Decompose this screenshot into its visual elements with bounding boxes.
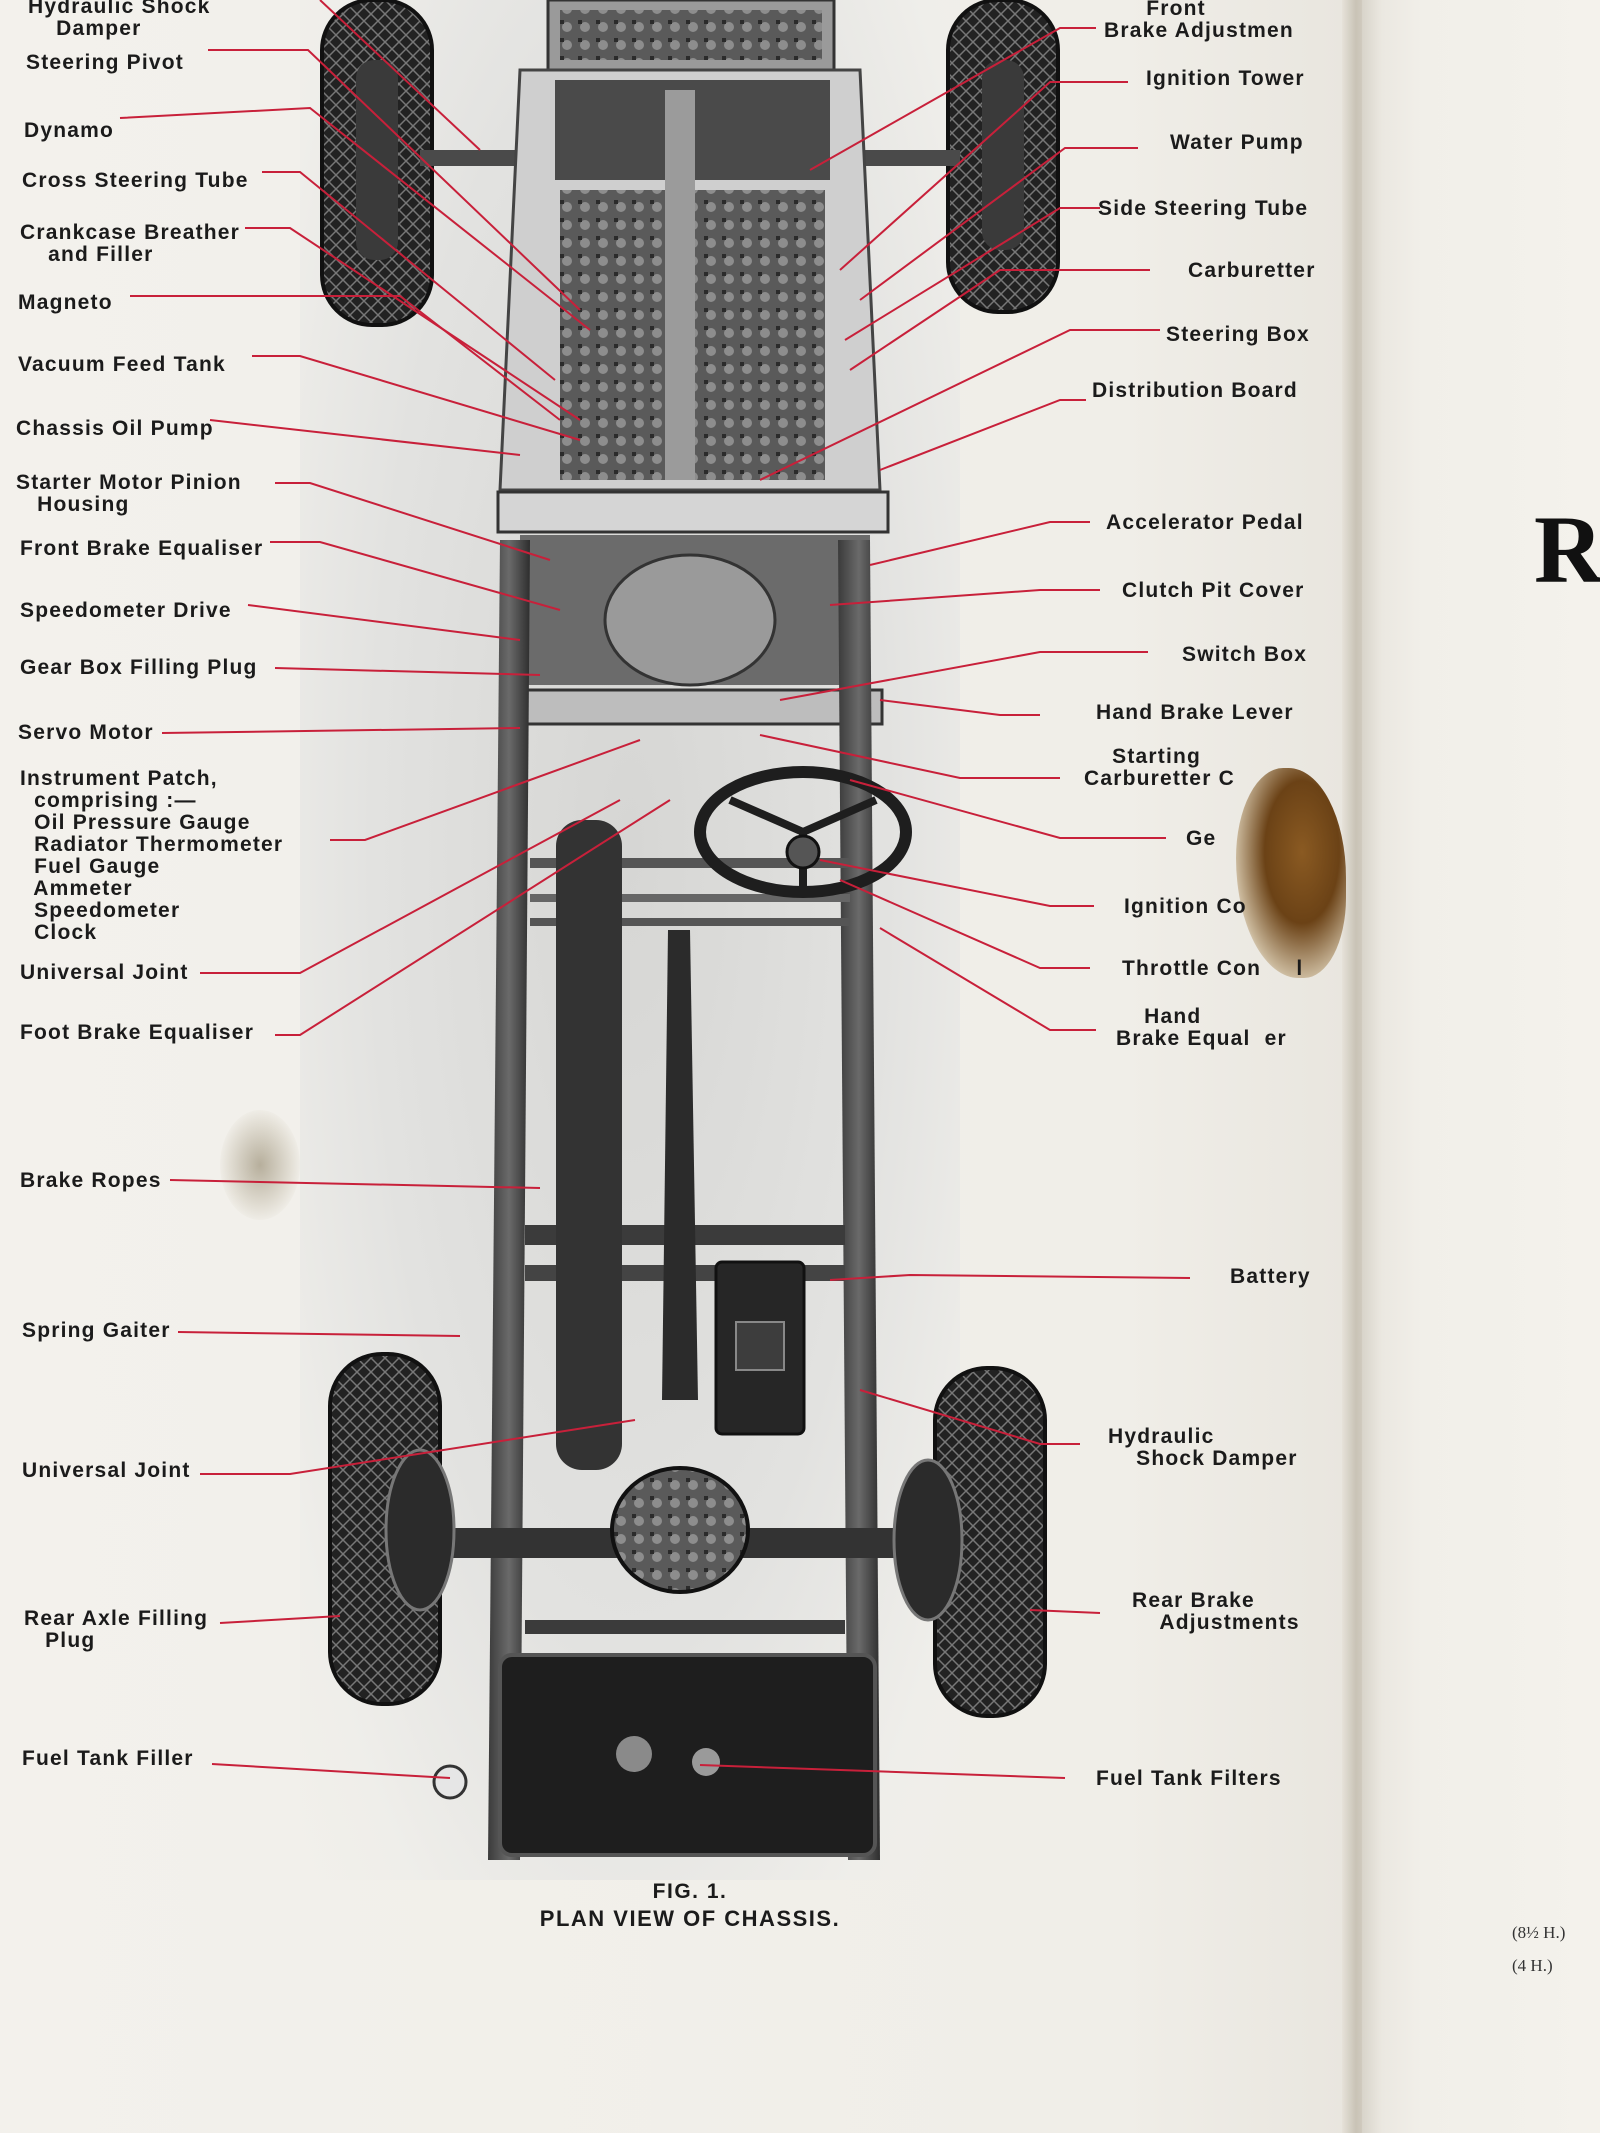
label-front-brake-adjustment: Front Brake Adjustmen bbox=[1104, 0, 1294, 42]
label-hydraulic-shock-damper-front: Hydraulic Shock Damper bbox=[28, 0, 211, 40]
label-ignition-control: Ignition Co bbox=[1124, 895, 1247, 918]
right-page-heading-letter: R bbox=[1534, 496, 1600, 603]
label-throttle-control: Throttle Con l bbox=[1122, 957, 1304, 980]
label-switch-box: Switch Box bbox=[1182, 643, 1308, 666]
label-accelerator-pedal: Accelerator Pedal bbox=[1106, 511, 1304, 534]
label-front-brake-equaliser: Front Brake Equaliser bbox=[20, 537, 264, 560]
fuel-tank bbox=[432, 1653, 877, 1857]
label-carburetter: Carburetter bbox=[1188, 259, 1316, 282]
label-servo-motor: Servo Motor bbox=[18, 721, 154, 744]
label-steering-pivot: Steering Pivot bbox=[26, 51, 184, 74]
propeller-shaft bbox=[662, 930, 698, 1400]
engine-bay bbox=[498, 68, 882, 492]
label-speedometer-drive: Speedometer Drive bbox=[20, 599, 232, 622]
gearbox bbox=[520, 535, 870, 687]
torn-hole bbox=[1236, 768, 1346, 978]
label-vacuum-feed-tank: Vacuum Feed Tank bbox=[18, 353, 226, 376]
label-ignition-tower: Ignition Tower bbox=[1146, 67, 1305, 90]
label-dynamo: Dynamo bbox=[24, 119, 115, 142]
exhaust-silencer bbox=[556, 820, 622, 1470]
label-battery: Battery bbox=[1230, 1265, 1311, 1288]
scuttle bbox=[496, 490, 890, 534]
label-foot-brake-equaliser: Foot Brake Equaliser bbox=[20, 1021, 255, 1044]
right-page-note: (4 H.) bbox=[1512, 1956, 1553, 1975]
label-hydraulic-shock-damper-rear: Hydraulic Shock Damper bbox=[1108, 1425, 1298, 1470]
label-fuel-tank-filler: Fuel Tank Filler bbox=[22, 1747, 194, 1770]
figure-number: FIG. 1. bbox=[652, 1880, 728, 1903]
label-universal-joint-rear: Universal Joint bbox=[22, 1459, 191, 1482]
label-starter-motor-pinion: Starter Motor Pinion Housing bbox=[16, 471, 242, 516]
label-distribution-board: Distribution Board bbox=[1092, 379, 1298, 402]
figure-title: PLAN VIEW OF CHASSIS. bbox=[539, 1906, 841, 1931]
front-right-wheel bbox=[946, 0, 1060, 314]
rear-right-wheel bbox=[892, 1366, 1047, 1718]
label-instrument-patch: Instrument Patch, comprising :— Oil Pres… bbox=[20, 767, 284, 944]
right-page-note: (8½ H.) bbox=[1512, 1923, 1566, 1942]
rear-left-wheel bbox=[328, 1352, 456, 1706]
label-gear-box-filling-plug: Gear Box Filling Plug bbox=[20, 656, 258, 679]
dashboard bbox=[510, 688, 884, 726]
label-fuel-tank-filters: Fuel Tank Filters bbox=[1096, 1767, 1282, 1790]
label-rear-brake-adjustments: Rear Brake Adjustments bbox=[1132, 1589, 1300, 1634]
label-rear-axle-filling-plug: Rear Axle Filling Plug bbox=[24, 1607, 209, 1652]
leader-lines bbox=[119, 0, 1191, 1779]
right-page bbox=[1362, 0, 1600, 2133]
rear-axle bbox=[430, 1466, 960, 1594]
label-hand-brake-lever: Hand Brake Lever bbox=[1096, 701, 1294, 724]
battery-box bbox=[714, 1260, 806, 1436]
label-magneto: Magneto bbox=[18, 291, 113, 314]
label-universal-joint-front: Universal Joint bbox=[20, 961, 189, 984]
label-brake-ropes: Brake Ropes bbox=[20, 1169, 162, 1192]
front-left-wheel bbox=[320, 0, 434, 327]
label-steering-box: Steering Box bbox=[1166, 323, 1310, 346]
label-starting-carburetter: Starting Carburetter C bbox=[1084, 745, 1235, 790]
label-spring-gaiter: Spring Gaiter bbox=[22, 1319, 171, 1342]
label-cross-steering-tube: Cross Steering Tube bbox=[22, 169, 249, 192]
label-chassis-oil-pump: Chassis Oil Pump bbox=[16, 417, 214, 440]
label-hand-brake-equaliser: Hand Brake Equal er bbox=[1116, 1005, 1287, 1050]
pedal-cross-tubes bbox=[530, 858, 850, 926]
paper-stain bbox=[220, 1110, 300, 1220]
label-clutch-pit-cover: Clutch Pit Cover bbox=[1122, 579, 1305, 602]
label-ge: Ge bbox=[1186, 827, 1217, 850]
label-crankcase-breather: Crankcase Breather and Filler bbox=[20, 221, 241, 266]
label-water-pump: Water Pump bbox=[1170, 131, 1304, 154]
radiator bbox=[546, 0, 836, 72]
label-side-steering-tube: Side Steering Tube bbox=[1098, 197, 1309, 220]
steering-wheel bbox=[694, 766, 912, 898]
